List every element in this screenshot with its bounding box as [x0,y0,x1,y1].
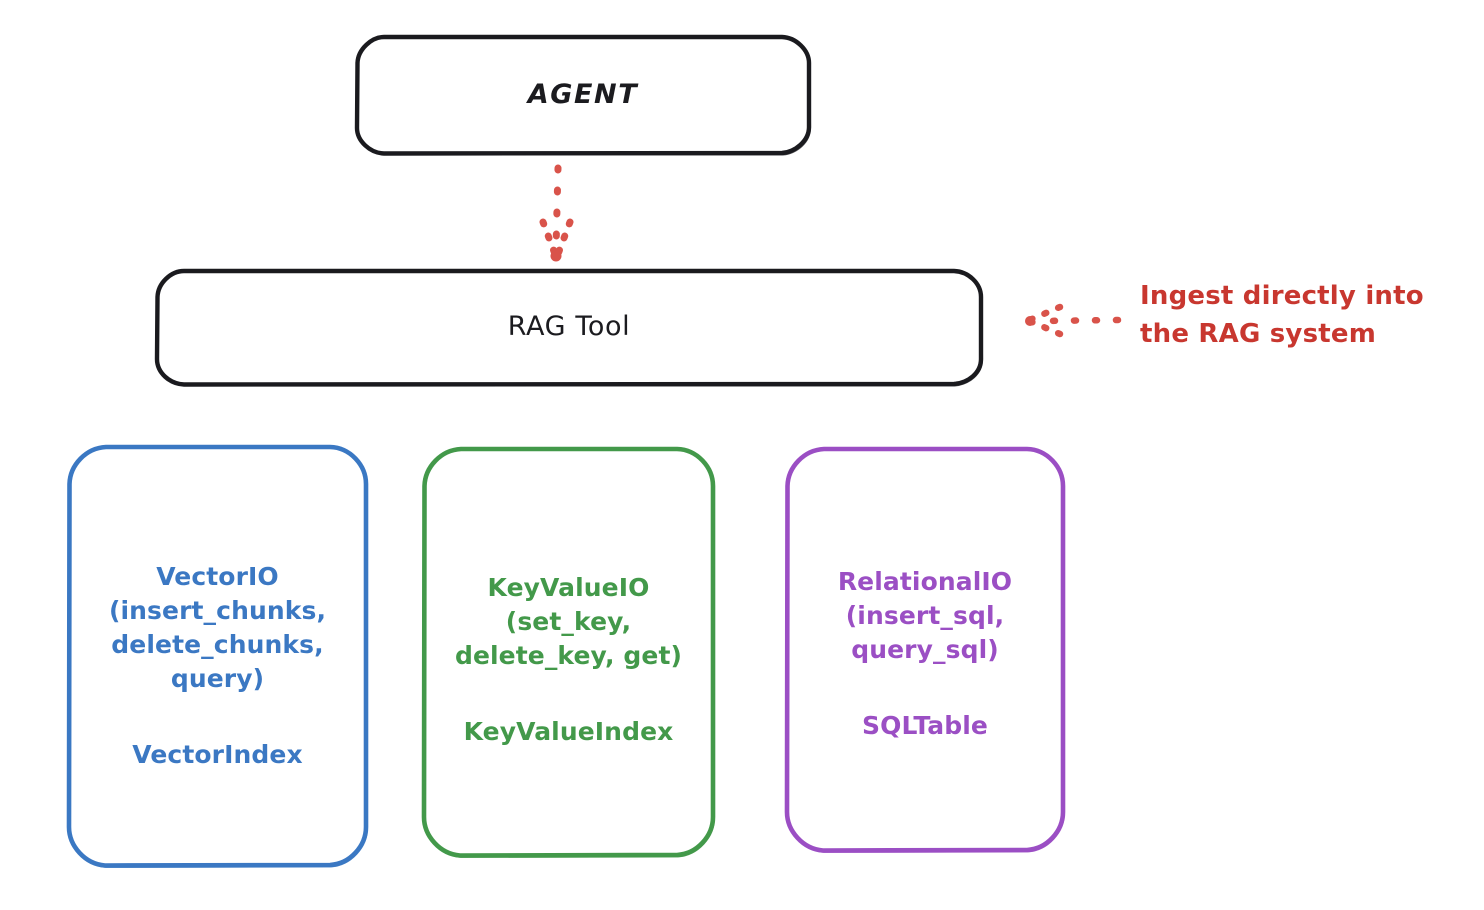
node-agent-label: AGENT [527,78,639,110]
relational-io-label: RelationalIO (insert_sql, query_sql) [837,566,1013,664]
relational-io-content: RelationalIO (insert_sql, query_sql) SQL… [786,565,1064,740]
key-value-io-label: KeyValueIO (set_key, delete_key, get) [454,573,683,670]
connector-agent-to-rag-tool [539,164,574,262]
key-value-io-content: KeyValueIO (set_key, delete_key, get) Ke… [423,571,714,746]
vector-io-content: VectorIO (insert_chunks, delete_chunks, … [68,560,367,769]
node-vector-io[interactable]: VectorIO (insert_chunks, delete_chunks, … [66,444,369,868]
vector-io-label: VectorIO (insert_chunks, delete_chunks, … [108,562,327,693]
annotation-ingest-directly: Ingest directly into the RAG system [1140,281,1424,349]
node-relational-io[interactable]: RelationalIO (insert_sql, query_sql) SQL… [784,446,1066,853]
relational-io-sub-label: SQLTable [862,710,988,740]
key-value-io-sub-label: KeyValueIndex [463,717,674,746]
node-agent[interactable]: AGENT [354,34,812,156]
connector-ingest-to-rag-tool [1025,303,1122,338]
node-rag-tool[interactable]: RAG Tool [154,268,984,387]
node-rag-tool-label: RAG Tool [507,311,631,343]
node-key-value-io[interactable]: KeyValueIO (set_key, delete_key, get) Ke… [421,446,716,858]
vector-io-sub-label: VectorIndex [132,740,303,769]
